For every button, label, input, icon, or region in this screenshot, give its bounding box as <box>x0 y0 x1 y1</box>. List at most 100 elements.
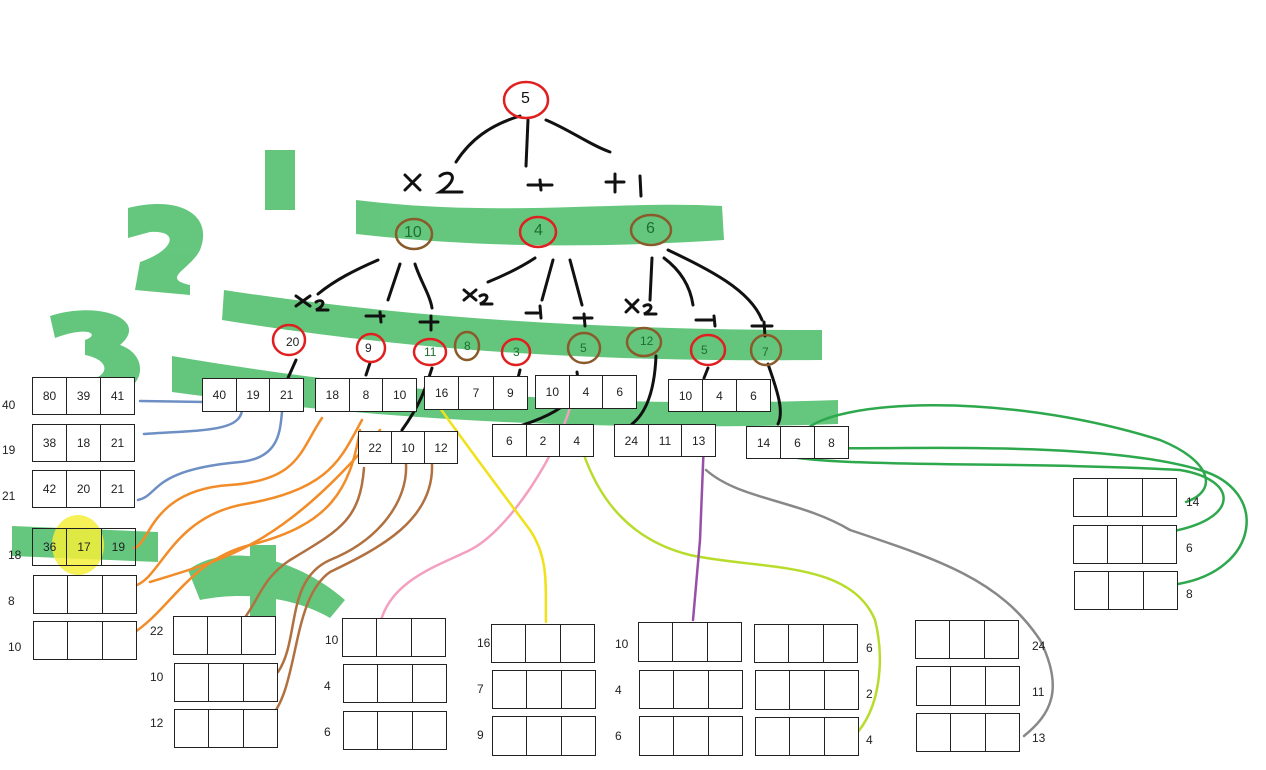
left-cell: 41 <box>100 378 134 414</box>
row-label: 21 <box>2 489 16 503</box>
left-cell <box>101 576 136 613</box>
right-box <box>1073 525 1177 564</box>
group-label: 9 <box>477 728 484 742</box>
bottom-box <box>343 664 447 703</box>
group-label: 12 <box>150 716 164 730</box>
node-5b-label: 5 <box>701 343 708 357</box>
group-label: 10 <box>325 633 339 647</box>
left-cell: 17 <box>66 529 100 565</box>
triple-cell: 6 <box>505 433 513 448</box>
group-label: 10 <box>615 637 629 651</box>
left-cell: 18 <box>66 425 100 461</box>
left-cell: 19 <box>100 529 135 565</box>
left-cell <box>67 622 101 659</box>
triple-cell: 21 <box>269 379 303 411</box>
left-cell: 21 <box>100 425 134 461</box>
triple-cell: 11 <box>647 425 682 456</box>
left-box-8 <box>33 575 137 614</box>
left-box-21: 42 20 21 <box>32 470 135 508</box>
group-label: 6 <box>615 729 622 743</box>
bottom-box <box>173 616 276 655</box>
left-cell: 42 <box>42 482 57 496</box>
left-cell: 20 <box>66 471 100 507</box>
triple-cell: 18 <box>325 388 340 402</box>
left-cell: 21 <box>100 471 134 507</box>
group-label: 7 <box>477 682 484 696</box>
left-cell: 38 <box>42 436 57 450</box>
triple-cell: 6 <box>602 376 636 408</box>
left-cell: 36 <box>42 540 57 554</box>
group-label: 11 <box>1032 685 1045 699</box>
bottom-box <box>492 670 596 709</box>
right-label: 6 <box>1186 541 1193 555</box>
bottom-box <box>343 711 447 750</box>
triple-box-14: 14 6 8 <box>746 426 849 459</box>
triple-cell: 4 <box>568 376 603 408</box>
bottom-box <box>754 624 858 663</box>
group-label: 6 <box>324 725 331 739</box>
right-box <box>1074 571 1178 610</box>
triple-cell: 4 <box>559 425 593 456</box>
triple-cell: 4 <box>702 380 736 411</box>
node-20-label: 20 <box>286 335 300 349</box>
triple-box-18: 18 8 10 <box>315 378 417 412</box>
left-box-10 <box>33 621 137 660</box>
bottom-box <box>492 716 596 756</box>
left-cell <box>34 622 67 659</box>
triple-box-22: 22 10 12 <box>358 431 458 464</box>
node-5a-label: 5 <box>580 341 587 355</box>
tree-edges <box>286 114 782 432</box>
triple-cell: 14 <box>756 435 771 450</box>
group-label: 10 <box>150 670 164 684</box>
left-cell <box>101 622 136 659</box>
triple-cell: 40 <box>212 388 227 402</box>
triple-cell: 2 <box>525 425 560 456</box>
triple-cell: 22 <box>368 440 382 455</box>
bottom-box <box>915 620 1019 659</box>
bottom-box <box>174 663 278 702</box>
triple-cell: 16 <box>434 386 449 400</box>
node-3-label: 3 <box>513 345 520 359</box>
left-box-40: 80 39 41 <box>32 377 135 415</box>
triple-box-24: 24 11 13 <box>614 424 716 457</box>
triple-cell: 12 <box>424 432 457 463</box>
triple-cell: 10 <box>382 379 416 411</box>
node-9-label: 9 <box>365 341 372 355</box>
row-label: 19 <box>2 443 16 457</box>
group-label: 13 <box>1032 731 1046 745</box>
node-11-label: 11 <box>424 345 437 359</box>
bottom-box <box>916 713 1020 752</box>
group-label: 4 <box>866 733 873 747</box>
bottom-box <box>755 717 859 756</box>
node-7-label: 7 <box>762 345 769 359</box>
triple-box-16: 16 7 9 <box>424 376 528 410</box>
triple-cell: 13 <box>681 425 715 456</box>
triple-box-6: 6 2 4 <box>492 424 594 457</box>
bottom-box <box>174 709 278 748</box>
bottom-box <box>639 670 743 709</box>
connector-curves <box>130 398 1248 738</box>
node-circles <box>271 80 783 367</box>
triple-cell: 10 <box>678 388 693 403</box>
triple-cell: 24 <box>624 433 639 448</box>
triple-box-10b: 10 4 6 <box>668 379 771 412</box>
node-4-label: 4 <box>534 222 543 239</box>
group-label: 16 <box>477 636 491 650</box>
node-8-label: 8 <box>464 339 471 353</box>
right-label: 8 <box>1186 587 1193 601</box>
triple-cell: 19 <box>235 379 270 411</box>
node-10-label: 10 <box>404 224 422 241</box>
triple-cell: 8 <box>348 379 383 411</box>
group-label: 2 <box>866 687 873 701</box>
row-label: 40 <box>2 398 16 412</box>
triple-cell: 6 <box>736 380 770 411</box>
node-12-label: 12 <box>640 334 654 348</box>
bottom-box <box>342 618 446 657</box>
group-label: 4 <box>324 679 331 693</box>
group-label: 24 <box>1032 639 1046 653</box>
triple-box-40: 40 19 21 <box>202 378 304 412</box>
row-label: 18 <box>8 548 22 562</box>
group-label: 6 <box>866 641 873 655</box>
left-box-19: 38 18 21 <box>32 424 135 462</box>
bottom-box <box>491 624 595 663</box>
